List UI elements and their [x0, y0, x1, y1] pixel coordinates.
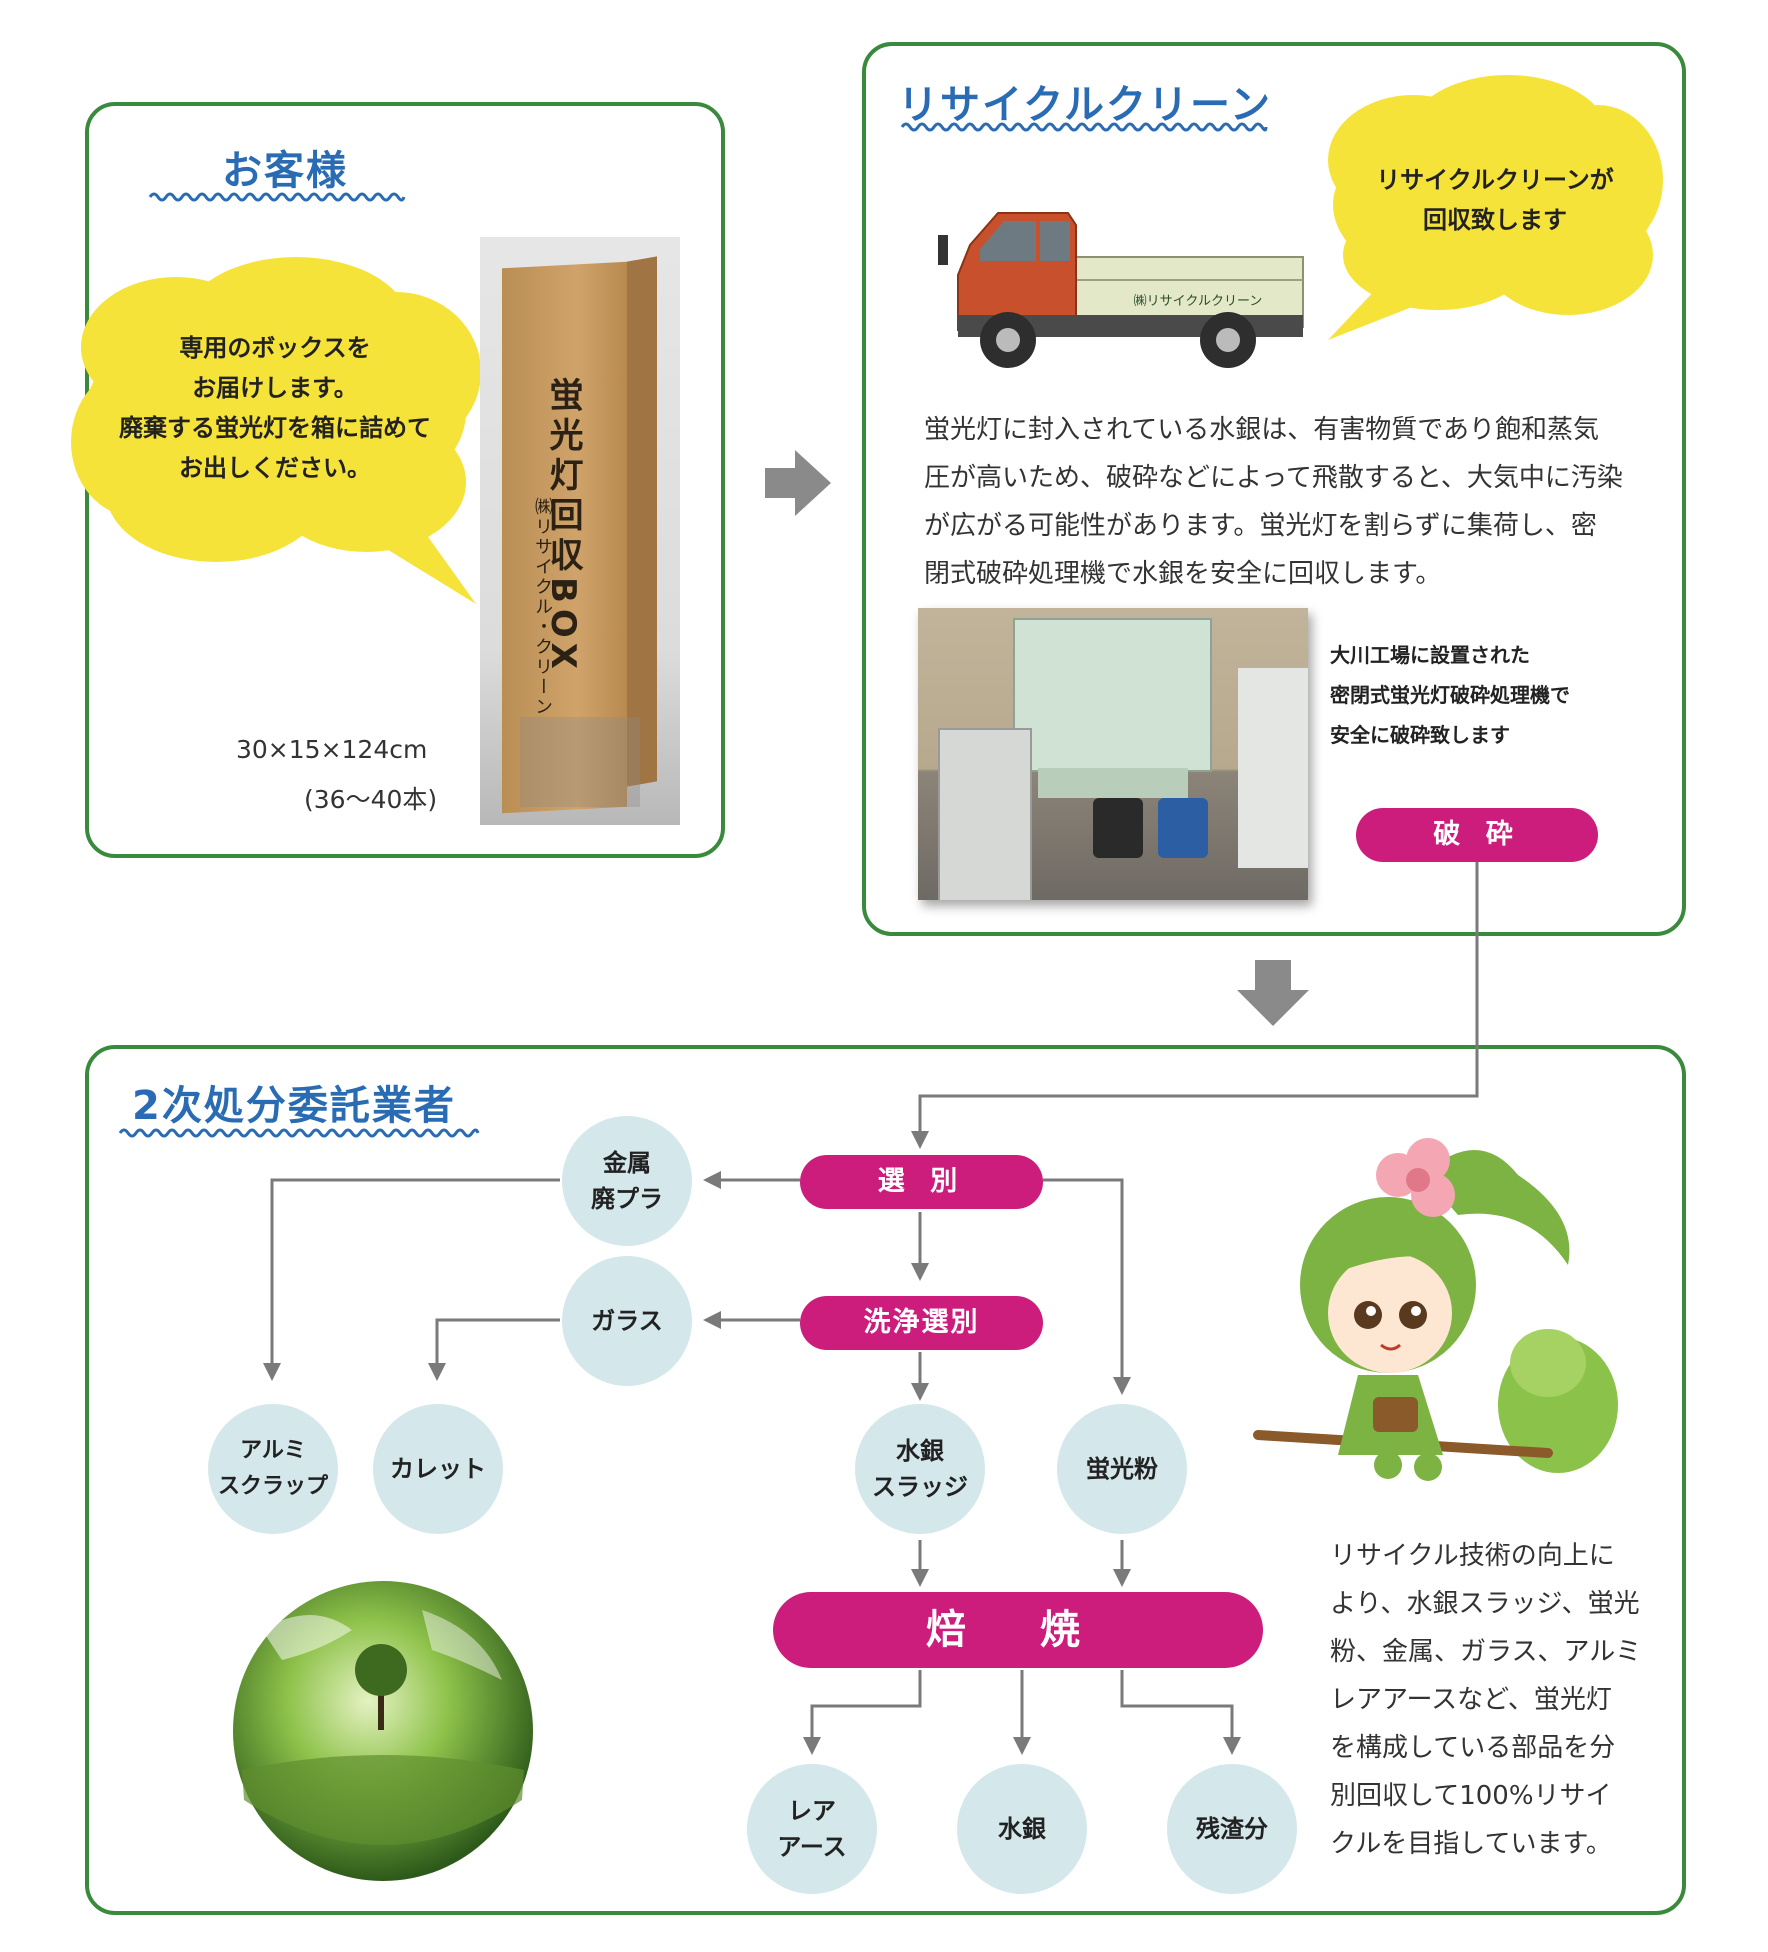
secondary-title: 2次処分委託業者: [132, 1083, 456, 1129]
box-count-text: (36〜40本): [304, 785, 438, 814]
summary-line: より、水銀スラッジ、蛍光: [1330, 1589, 1640, 1619]
flow-arrow-right-icon: [765, 450, 831, 516]
circle-residue: 残渣分: [1167, 1764, 1297, 1894]
recycle-bubble-line: 回収致します: [1423, 206, 1567, 234]
recycle-bubble-text: リサイクルクリーンが 回収致します: [1330, 160, 1660, 240]
mascot-icon: [1253, 1138, 1618, 1481]
box-label-main: 蛍光灯回収BOX: [543, 377, 583, 675]
recycle-title-underline: [900, 122, 1268, 132]
secondary-summary: リサイクル技術の向上に より、水銀スラッジ、蛍光 粉、金属、ガラス、アルミ レア…: [1330, 1532, 1660, 1868]
flow-arrow-down-icon: [1237, 960, 1309, 1026]
machine-caption-line: 密閉式蛍光灯破砕処理機で: [1330, 683, 1570, 707]
customer-bubble-line: お出しください。: [179, 454, 371, 482]
customer-bubble-line: 廃棄する蛍光灯を箱に詰めて: [119, 414, 431, 442]
secondary-title-underline: [118, 1128, 480, 1138]
recycle-speech-bubble: [1328, 75, 1663, 340]
recycle-bubble-line: リサイクルクリーンが: [1376, 166, 1614, 194]
summary-line: リサイクル技術の向上に: [1330, 1541, 1615, 1571]
circle-aluminum-scrap: アルミ スクラップ: [208, 1404, 338, 1534]
circle-metal-plastic: 金属 廃プラ: [562, 1116, 692, 1246]
wash-sort-step-label: 洗浄選別: [800, 1296, 1043, 1350]
customer-title-underline: [148, 192, 406, 202]
circle-rare-earth: レア アース: [747, 1764, 877, 1894]
description-line: 圧が高いため、破砕などによって飛散すると、大気中に汚染: [924, 463, 1623, 493]
box-label-company: ㈱リサイクル・クリーン: [532, 497, 553, 717]
machine-caption: 大川工場に設置された 密閉式蛍光灯破砕処理機で 安全に破砕致します: [1330, 635, 1650, 755]
summary-line: を構成している部品を分: [1330, 1733, 1616, 1763]
circle-mercury: 水銀: [957, 1764, 1087, 1894]
globe-icon: [233, 1581, 533, 1881]
machine-caption-line: 大川工場に設置された: [1330, 643, 1530, 667]
customer-bubble-line: お届けします。: [192, 374, 358, 402]
crusher-machine-photo: [918, 608, 1308, 900]
description-line: 蛍光灯に封入されている水銀は、有害物質であり飽和蒸気: [924, 415, 1599, 445]
summary-line: 別回収して100%リサイ: [1330, 1781, 1612, 1811]
truck-icon: ㈱リサイクルクリーン: [938, 212, 1304, 368]
customer-bubble-text: 専用のボックスを お届けします。 廃棄する蛍光灯を箱に詰めて お出しください。: [80, 328, 470, 488]
customer-bubble-line: 専用のボックスを: [179, 334, 371, 362]
circle-phosphor-powder: 蛍光粉: [1057, 1404, 1187, 1534]
circle-mercury-sludge: 水銀 スラッジ: [855, 1404, 985, 1534]
circle-glass: ガラス: [562, 1256, 692, 1386]
truck-label: ㈱リサイクルクリーン: [1134, 294, 1263, 309]
summary-line: 粉、金属、ガラス、アルミ: [1330, 1637, 1642, 1667]
recycle-title: リサイクルクリーン: [898, 82, 1272, 128]
recycle-description: 蛍光灯に封入されている水銀は、有害物質であり飽和蒸気 圧が高いため、破砕などによ…: [924, 406, 1664, 598]
circle-cullet: カレット: [373, 1404, 503, 1534]
summary-line: レアアースなど、蛍光灯: [1330, 1685, 1612, 1715]
machine-caption-line: 安全に破砕致します: [1330, 723, 1510, 747]
customer-title: お客様: [222, 148, 348, 194]
description-line: が広がる可能性があります。蛍光灯を割らずに集荷し、密: [924, 511, 1597, 541]
box-size-text: 30×15×124cm: [236, 735, 428, 764]
summary-line: クルを目指しています。: [1330, 1829, 1612, 1859]
description-line: 閉式破砕処理機で水銀を安全に回収します。: [924, 559, 1442, 589]
roast-step-label: 焙 焼: [773, 1592, 1263, 1668]
crush-step-label: 破 砕: [1356, 808, 1598, 862]
sort-step-label: 選 別: [800, 1155, 1043, 1209]
recycle-box-photo: 蛍光灯回収BOX ㈱リサイクル・クリーン: [480, 237, 680, 825]
customer-speech-bubble: [71, 257, 481, 604]
